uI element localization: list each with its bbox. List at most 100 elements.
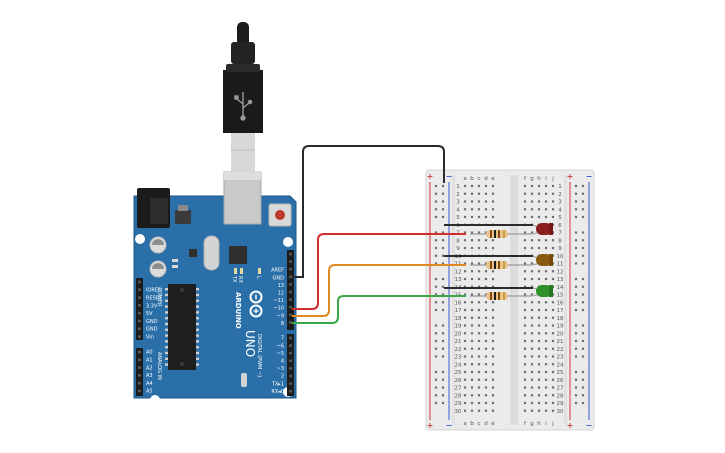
breadboard-hole[interactable] [551, 200, 555, 203]
breadboard-hole[interactable] [491, 308, 495, 312]
breadboard-hole[interactable] [463, 308, 467, 312]
wire-orange-pin9[interactable] [292, 264, 466, 317]
breadboard-hole[interactable] [530, 347, 534, 350]
breadboard-hole[interactable] [463, 215, 467, 219]
breadboard-hole[interactable] [523, 355, 527, 358]
header-socket[interactable] [138, 304, 141, 307]
breadboard-hole[interactable] [484, 332, 488, 335]
breadboard-hole[interactable] [477, 347, 481, 350]
header-socket[interactable] [289, 313, 292, 317]
breadboard-hole[interactable] [463, 347, 467, 350]
breadboard-hole[interactable] [470, 215, 474, 219]
breadboard-hole[interactable] [491, 378, 495, 381]
breadboard-hole[interactable] [530, 401, 534, 405]
breadboard-hole[interactable] [477, 339, 481, 343]
header-socket[interactable] [289, 267, 292, 271]
breadboard-hole[interactable] [477, 301, 481, 304]
breadboard-hole[interactable] [463, 277, 467, 281]
header-socket[interactable] [289, 351, 292, 355]
rail-hole[interactable] [434, 324, 438, 327]
breadboard-hole[interactable] [530, 394, 534, 397]
header-socket[interactable] [138, 288, 141, 292]
breadboard-hole[interactable] [551, 239, 555, 242]
breadboard-hole[interactable] [523, 246, 527, 250]
header-socket[interactable] [138, 280, 141, 284]
breadboard-hole[interactable] [537, 184, 541, 188]
rail-hole[interactable] [441, 262, 445, 265]
breadboard-hole[interactable] [491, 301, 495, 304]
breadboard-hole[interactable] [470, 370, 474, 374]
rail-hole[interactable] [441, 208, 445, 211]
breadboard-hole[interactable] [551, 401, 555, 405]
breadboard-hole[interactable] [463, 246, 467, 250]
header-socket[interactable] [138, 327, 141, 331]
breadboard-hole[interactable] [470, 270, 474, 273]
rail-hole[interactable] [434, 184, 438, 188]
breadboard-hole[interactable] [537, 316, 541, 319]
breadboard-hole[interactable] [477, 332, 481, 335]
breadboard-hole[interactable] [477, 239, 481, 242]
breadboard-hole[interactable] [470, 355, 474, 358]
breadboard-hole[interactable] [551, 324, 555, 327]
breadboard-hole[interactable] [537, 409, 541, 412]
rail-hole[interactable] [434, 285, 438, 288]
breadboard-hole[interactable] [551, 301, 555, 304]
breadboard-hole[interactable] [523, 200, 527, 203]
breadboard-hole[interactable] [463, 270, 467, 273]
breadboard-hole[interactable] [463, 262, 467, 265]
rail-hole[interactable] [581, 324, 585, 327]
breadboard-hole[interactable] [477, 270, 481, 273]
breadboard-hole[interactable] [463, 363, 467, 366]
rail-hole[interactable] [581, 215, 585, 219]
rail-hole[interactable] [434, 277, 438, 281]
rail-hole[interactable] [574, 277, 578, 281]
breadboard-hole[interactable] [530, 308, 534, 312]
header-socket[interactable] [289, 389, 292, 393]
breadboard-hole[interactable] [484, 363, 488, 366]
rail-hole[interactable] [441, 231, 445, 234]
breadboard-hole[interactable] [530, 316, 534, 319]
rail-hole[interactable] [434, 262, 438, 265]
rail-hole[interactable] [434, 394, 438, 397]
breadboard-hole[interactable] [463, 239, 467, 242]
breadboard-hole[interactable] [484, 308, 488, 312]
breadboard-hole[interactable] [477, 316, 481, 319]
breadboard-hole[interactable] [551, 270, 555, 273]
breadboard-hole[interactable] [544, 301, 548, 304]
rail-hole[interactable] [581, 401, 585, 405]
breadboard-hole[interactable] [484, 246, 488, 250]
rail-hole[interactable] [574, 370, 578, 374]
breadboard-hole[interactable] [551, 378, 555, 381]
breadboard-hole[interactable] [477, 208, 481, 211]
rail-hole[interactable] [441, 293, 445, 296]
header-socket[interactable] [289, 367, 292, 370]
rail-hole[interactable] [434, 231, 438, 234]
breadboard-hole[interactable] [551, 339, 555, 343]
breadboard-hole[interactable] [484, 378, 488, 381]
breadboard-hole[interactable] [470, 239, 474, 242]
breadboard-hole[interactable] [477, 246, 481, 250]
breadboard-hole[interactable] [551, 308, 555, 312]
rail-hole[interactable] [574, 394, 578, 397]
breadboard-hole[interactable] [551, 409, 555, 412]
breadboard-hole[interactable] [530, 231, 534, 234]
breadboard-hole[interactable] [491, 409, 495, 412]
breadboard-hole[interactable] [537, 339, 541, 343]
breadboard-hole[interactable] [463, 401, 467, 405]
breadboard-hole[interactable] [551, 394, 555, 397]
breadboard-hole[interactable] [530, 293, 534, 296]
breadboard-hole[interactable] [477, 285, 481, 288]
breadboard-hole[interactable] [551, 347, 555, 350]
rail-hole[interactable] [574, 347, 578, 350]
header-socket[interactable] [289, 359, 292, 363]
rail-hole[interactable] [434, 386, 438, 389]
breadboard-hole[interactable] [477, 401, 481, 405]
rail-hole[interactable] [574, 192, 578, 195]
rail-hole[interactable] [434, 301, 438, 304]
breadboard-hole[interactable] [530, 301, 534, 304]
breadboard-hole[interactable] [477, 308, 481, 312]
breadboard-hole[interactable] [551, 355, 555, 358]
rail-hole[interactable] [581, 246, 585, 250]
header-socket[interactable] [138, 374, 141, 377]
breadboard-hole[interactable] [544, 332, 548, 335]
